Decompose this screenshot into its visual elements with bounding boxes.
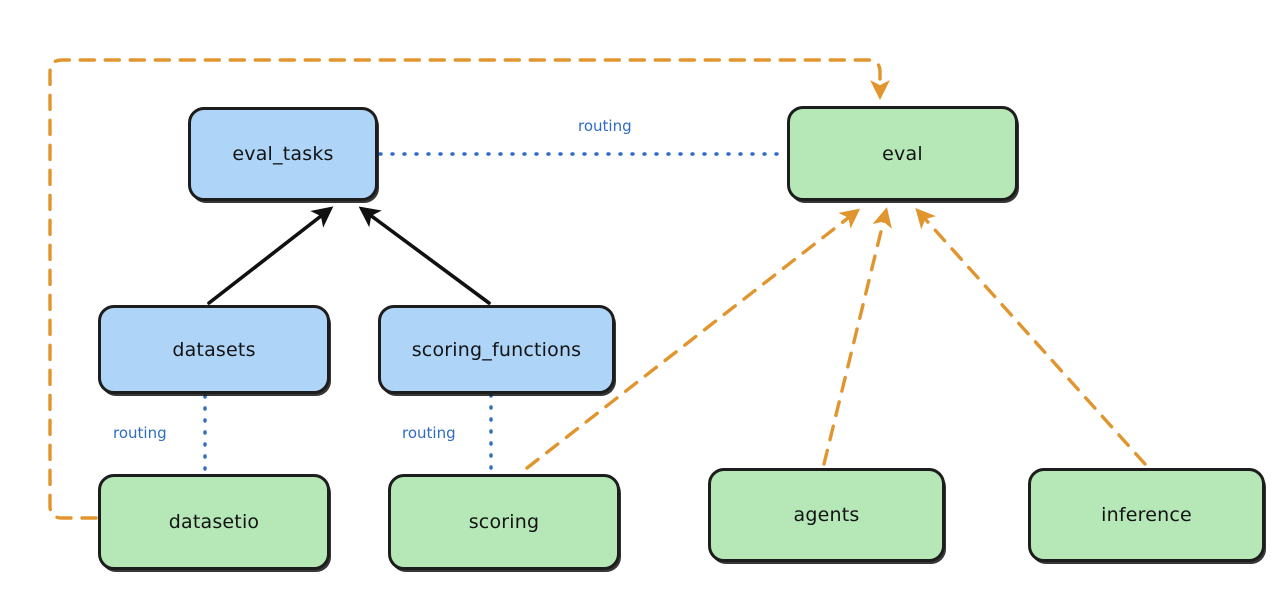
node-datasetio-label: datasetio: [168, 511, 260, 533]
edge-label-routing-datasets: routing: [113, 424, 167, 442]
node-scoring[interactable]: scoring: [388, 474, 620, 570]
node-inference[interactable]: inference: [1028, 468, 1265, 562]
node-inference-label: inference: [1101, 504, 1192, 526]
node-agents-label: agents: [793, 504, 860, 526]
edge-label-routing-eval: routing: [578, 117, 632, 135]
node-eval-tasks[interactable]: eval_tasks: [188, 107, 378, 201]
edge-agents-to-eval: [822, 207, 892, 466]
node-scoring-functions-label: scoring_functions: [411, 338, 582, 361]
node-datasets[interactable]: datasets: [98, 305, 330, 394]
edge-scoring-functions-to-eval-tasks: [358, 206, 491, 305]
edge-label-routing-scoring: routing: [402, 424, 456, 442]
node-scoring-functions[interactable]: scoring_functions: [378, 305, 615, 394]
node-datasets-label: datasets: [172, 338, 256, 361]
node-eval-tasks-label: eval_tasks: [232, 143, 334, 165]
edge-datasetio-to-eval: [48, 58, 890, 520]
node-scoring-label: scoring: [468, 511, 540, 533]
edge-inference-to-eval: [915, 208, 1147, 466]
node-eval-label: eval: [882, 142, 923, 165]
node-eval[interactable]: eval: [787, 106, 1018, 201]
node-datasetio[interactable]: datasetio: [98, 474, 330, 570]
node-agents[interactable]: agents: [708, 468, 945, 562]
edge-datasets-to-eval-tasks: [207, 206, 334, 305]
